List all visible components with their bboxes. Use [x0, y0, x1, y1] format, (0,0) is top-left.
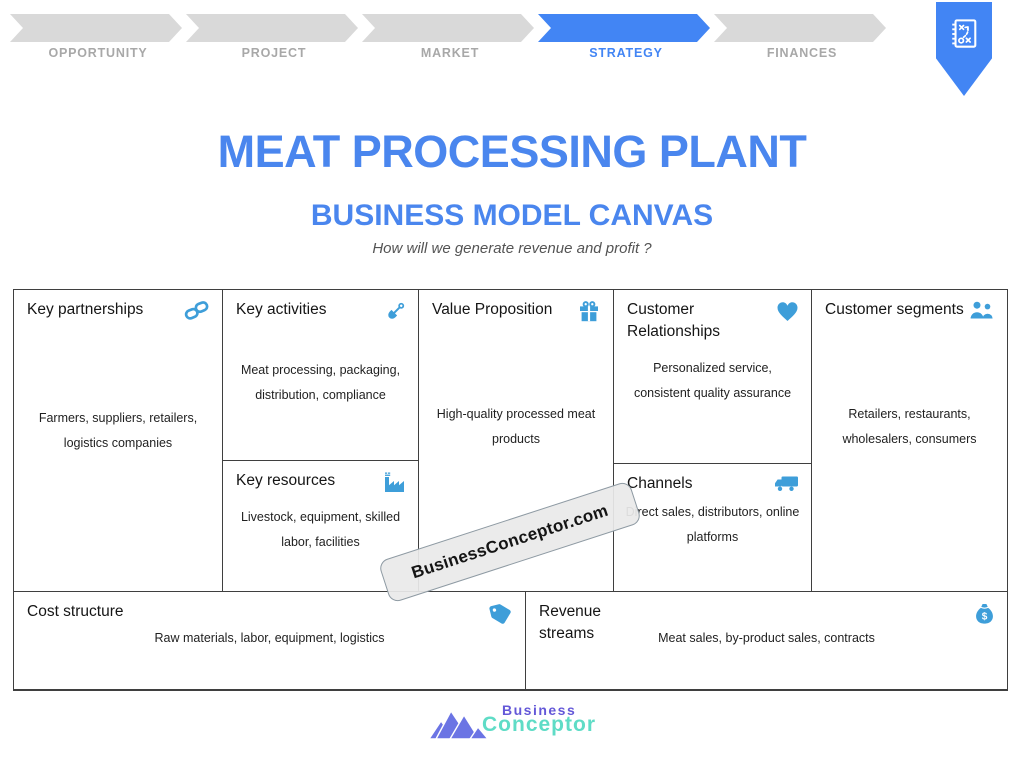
step-arrow-market [362, 14, 534, 42]
truck-icon [773, 474, 800, 498]
footer-logo-text: Business Conceptor [482, 702, 596, 737]
page-subtitle: BUSINESS MODEL CANVAS [310, 199, 714, 232]
key-partnerships-content: Farmers, suppliers, retailers, logistics… [38, 411, 198, 450]
customer-relationships-content: Personalized service, consistent quality… [633, 361, 792, 400]
key-activities-title: Key activities [236, 301, 327, 318]
step-label-project: PROJECT [241, 46, 307, 60]
step-arrow-opportunity [10, 14, 182, 42]
customer-relationships-title: Customer Relationships [627, 301, 721, 340]
gift-icon [576, 300, 602, 329]
step-label-finances: FINANCES [766, 46, 838, 60]
shovel-icon [383, 300, 407, 329]
users-icon [968, 300, 996, 325]
money-bag-icon: $ [973, 602, 996, 631]
cell-cost-structure: Cost structure Raw materials, labor, equ… [13, 591, 526, 691]
key-partnerships-title: Key partnerships [27, 301, 144, 318]
factory-icon [381, 471, 407, 498]
footer-logo-business: Business [502, 702, 577, 718]
value-proposition-content: High-quality processed meat products [436, 407, 596, 446]
step-arrow-strategy [538, 14, 710, 42]
svg-text:$: $ [982, 611, 988, 622]
cell-channels: Channels Direct sales, distributors, onl… [613, 463, 812, 592]
customer-segments-title: Customer segments [825, 301, 964, 318]
revenue-streams-title: Revenue streams [539, 603, 602, 642]
heart-icon [775, 300, 800, 327]
step-label-opportunity: OPPORTUNITY [48, 46, 148, 60]
revenue-streams-content: Meat sales, by-product sales, contracts [658, 631, 875, 645]
customer-segments-content: Retailers, restaurants, wholesalers, con… [842, 407, 977, 446]
step-arrow-finances [714, 14, 886, 42]
cost-structure-content: Raw materials, labor, equipment, logisti… [154, 631, 385, 645]
strategy-playbook-icon [948, 17, 980, 56]
key-activities-content: Meat processing, packaging, distribution… [240, 363, 401, 402]
cell-key-activities: Key activities Meat processing, packagin… [222, 289, 419, 461]
key-resources-title: Key resources [236, 472, 336, 489]
page-tagline: How will we generate revenue and profit … [372, 240, 652, 257]
cell-customer-segments: Customer segments Retailers, restaurants… [811, 289, 1008, 592]
step-label-strategy: STRATEGY [589, 46, 663, 60]
price-tag-icon [488, 602, 514, 631]
cost-structure-title: Cost structure [27, 603, 124, 620]
process-bar [10, 14, 886, 42]
footer-logo-conceptor: Conceptor [482, 713, 596, 736]
business-model-canvas: Key partnerships Farmers, suppliers, ret… [13, 289, 1008, 691]
channels-content: Direct sales, distributors, online platf… [625, 505, 800, 544]
strategy-ribbon-badge [936, 2, 992, 96]
key-resources-content: Livestock, equipment, skilled labor, fac… [240, 510, 401, 549]
footer-logo: Business Conceptor [0, 702, 1024, 747]
step-label-market: MARKET [420, 46, 480, 60]
mountains-logo-icon [427, 702, 494, 747]
page-title: MEAT PROCESSING PLANT [217, 126, 807, 177]
step-arrow-project [186, 14, 358, 42]
value-proposition-title: Value Proposition [432, 301, 553, 318]
channels-title: Channels [627, 475, 693, 492]
cell-customer-relationships: Customer Relationships Personalized serv… [613, 289, 812, 464]
cell-key-partnerships: Key partnerships Farmers, suppliers, ret… [13, 289, 223, 592]
process-bar-labels: OPPORTUNITY PROJECT MARKET STRATEGY FINA… [10, 46, 890, 60]
chain-link-icon [183, 300, 211, 325]
cell-revenue-streams: Revenue streams $ Meat sales, by-product… [525, 591, 1008, 691]
